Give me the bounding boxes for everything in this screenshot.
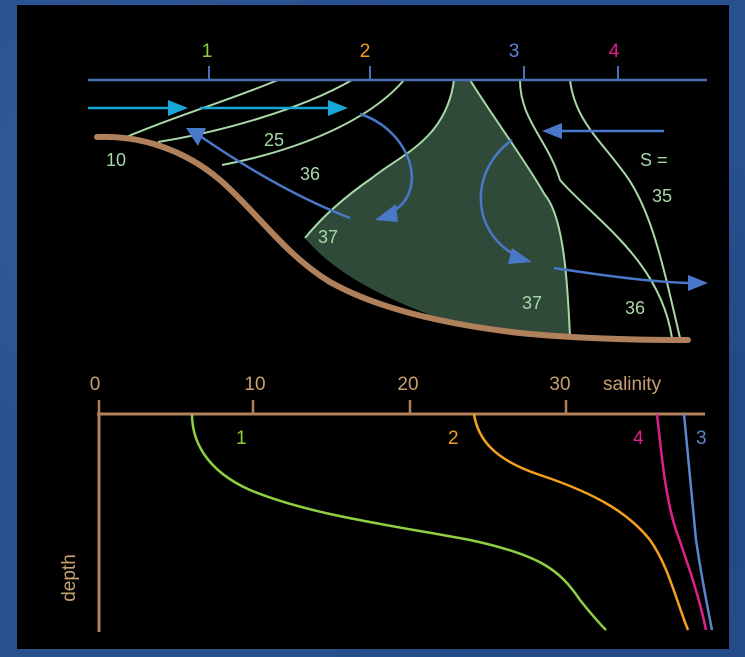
isohaline-labels: 10 25 36 37 37 36 S = 35: [106, 130, 672, 318]
isohalines: [123, 79, 681, 339]
station-label-2: 2: [360, 41, 371, 62]
salinity-ticks: [97, 400, 568, 414]
salinity-tick-label-20: 20: [397, 374, 418, 395]
estuary-cross-section: 1 2 3 4 10 25 36 37 37 36 S = 35: [88, 41, 708, 343]
station-label-1: 1: [202, 41, 213, 62]
return-arrow-left-head: [186, 128, 206, 146]
outflow-arrow-right-head: [688, 275, 708, 291]
sinking-arrow-right: [479, 138, 516, 257]
salinity-tick-label-10: 10: [244, 374, 265, 395]
salinity-axis-label: salinity: [603, 374, 662, 395]
profile-label-3: 3: [696, 428, 707, 449]
diagram-panel: [17, 5, 729, 649]
salinity-tick-labels: 0 10 20 30: [90, 374, 571, 395]
profile-curve-4: [655, 413, 708, 631]
station-label-4: 4: [609, 41, 620, 62]
salinity-profiles: [190, 413, 714, 631]
salinity-tick-label-30: 30: [549, 374, 570, 395]
isohaline-25: [157, 79, 353, 143]
isohaline-35: [569, 79, 681, 339]
profile-label-4: 4: [633, 428, 644, 449]
sinking-arrow-right-head: [508, 248, 532, 264]
sinking-arrow-left-head: [375, 204, 398, 222]
salinity-tick-label-0: 0: [90, 374, 101, 395]
outflow-arrow-right: [553, 266, 691, 285]
isohaline-37-right: [469, 79, 571, 337]
isohaline-label-37-right: 37: [522, 293, 542, 313]
isohaline-label-10: 10: [106, 150, 126, 170]
s-label-line2: 35: [652, 186, 672, 206]
shelf-bottom: [94, 133, 691, 343]
station-label-3: 3: [509, 41, 520, 62]
isohaline-label-36: 36: [300, 164, 320, 184]
profile-label-1: 1: [236, 428, 247, 449]
isohaline-label-25: 25: [264, 130, 284, 150]
profile-curve-3: [682, 413, 714, 631]
station-ticks: [208, 66, 619, 80]
profile-labels: 1 2 4 3: [236, 428, 707, 449]
high-salinity-water-mass: [305, 80, 570, 336]
isohaline-37-left: [304, 79, 455, 239]
inflow-arrow-2-head: [328, 100, 348, 116]
isohaline-label-36-right: 36: [625, 298, 645, 318]
profile-label-2: 2: [448, 428, 459, 449]
isohaline-36: [221, 79, 405, 166]
isohaline-label-37-left: 37: [318, 227, 338, 247]
station-labels: 1 2 3 4: [202, 41, 620, 62]
sinking-arrow-left: [359, 112, 413, 214]
profile-curve-1: [190, 413, 607, 631]
s-label-line1: S =: [640, 150, 668, 170]
inflow-arrow-1-head: [168, 100, 188, 116]
return-arrow-left: [199, 134, 351, 220]
isohaline-36-right: [519, 79, 673, 339]
depth-axis-label: depth: [59, 554, 80, 602]
profile-curve-2: [472, 413, 690, 631]
inflow-arrow-right-head: [542, 123, 562, 139]
flow-arrows: [88, 100, 708, 291]
salinity-profile-chart: 0 10 20 30 salinity depth 1 2 4 3: [59, 374, 714, 632]
